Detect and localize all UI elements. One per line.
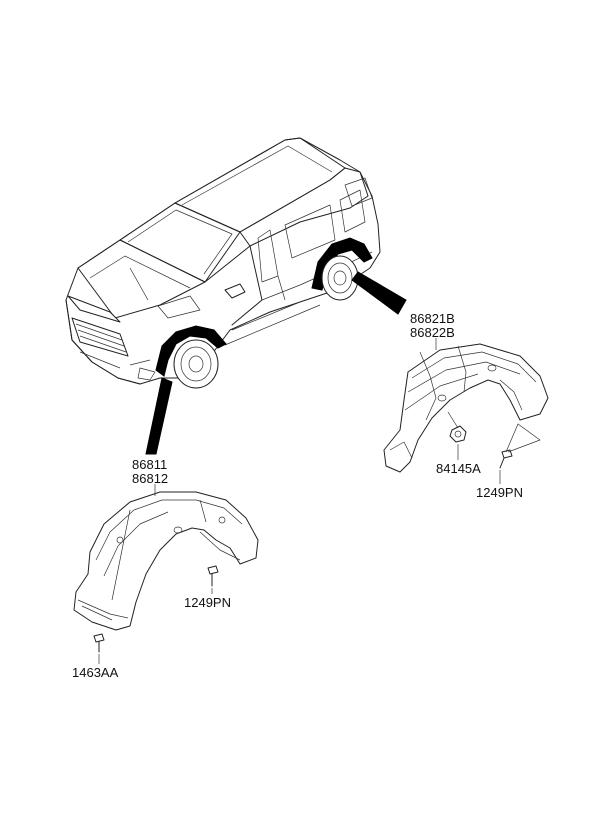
vehicle-illustration — [65, 137, 381, 389]
screw-front-1249pn — [207, 565, 219, 587]
rear-pointer-wedge — [351, 271, 407, 315]
front-pointer-wedge — [145, 377, 173, 455]
label-86812: 86812 — [132, 471, 168, 486]
label-84145a: 84145A — [436, 461, 481, 476]
clip-1463aa — [93, 633, 105, 653]
label-86822b: 86822B — [410, 325, 455, 340]
nut-84145a — [447, 411, 467, 443]
label-86821b: 86821B — [410, 311, 455, 326]
front-wheel-liner — [73, 491, 259, 631]
label-1463aa: 1463AA — [72, 665, 119, 680]
rear-wheel-liner — [383, 343, 549, 473]
label-1249pn-rear: 1249PN — [476, 485, 523, 500]
screw-rear-1249pn — [499, 423, 541, 469]
label-1249pn-front: 1249PN — [184, 595, 231, 610]
label-86811: 86811 — [132, 457, 167, 472]
